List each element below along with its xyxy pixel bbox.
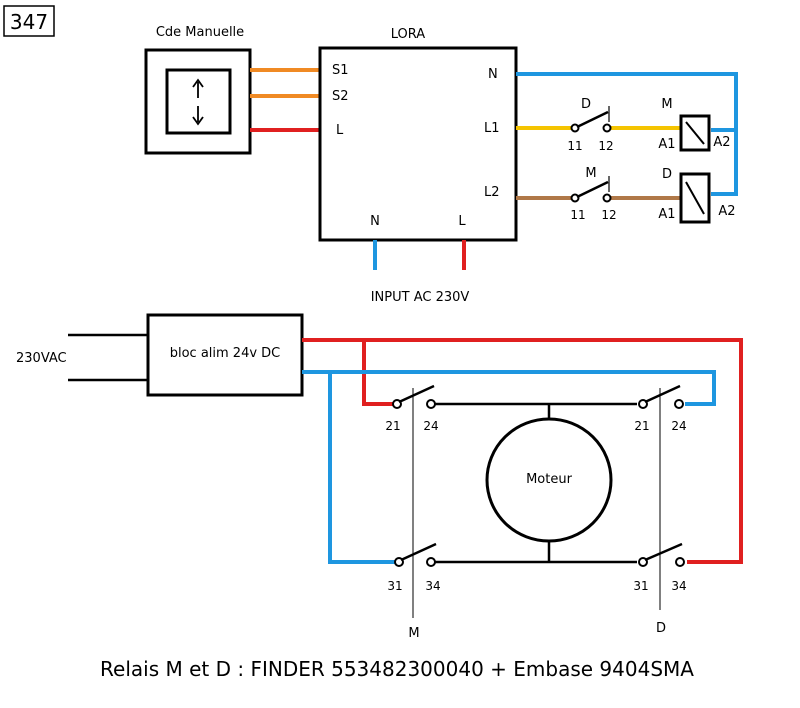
contact-d-switch [570,106,612,133]
contact-m-pin-11: 11 [570,208,585,222]
manual-control-inner [165,68,232,135]
input-label: INPUT AC 230V [371,290,470,305]
switch-d-pin-24: 24 [671,419,686,433]
power-supply-box [146,313,304,397]
diagram-number: 347 [10,10,48,34]
lora-pin-s1: S1 [332,63,349,78]
coil-d-pin-a1: A1 [658,207,675,222]
lora-pin-n-out: N [488,67,498,82]
motor [485,417,613,543]
switch-m-21-24 [392,384,436,409]
coil-m-pin-a2: A2 [713,135,730,150]
switch-m-pin-24: 24 [423,419,438,433]
lora-pin-s2: S2 [332,89,349,104]
motor-label: Moteur [526,472,573,487]
lora-title: LORA [391,27,426,42]
lora-pin-n-in: N [370,214,380,229]
contact-m-label: M [585,166,596,181]
contact-m-pin-12: 12 [601,208,616,222]
switch-d-pin-34: 34 [671,579,686,593]
switch-d-pin-31: 31 [633,579,648,593]
lora-pin-l: L [336,123,344,138]
coil-d-pin-a2: A2 [718,204,735,219]
coil-m-slash [685,121,705,145]
lora-module [318,46,518,242]
coil-d-label: D [662,167,672,182]
manual-control-box [144,48,252,155]
contact-m-switch [570,176,612,203]
switch-m-pin-34: 34 [425,579,440,593]
switch-m-pin-31: 31 [387,579,402,593]
wire-plus-red [302,338,743,564]
wire-minus-blue [302,370,716,406]
contact-d-pin-11: 11 [567,139,582,153]
lora-pin-l-in: L [458,214,466,229]
switch-d-pin-21: 21 [634,419,649,433]
switch-m-31-34 [394,542,437,567]
contact-d-label: D [581,97,591,112]
wire-minus-blue-drop [328,372,396,564]
wire-plus-red-drop [362,340,393,406]
relay-m-label: M [408,626,419,641]
coil-m-pin-a1: A1 [658,137,675,152]
power-supply-title: bloc alim 24v DC [170,346,281,361]
switch-d-21-24 [638,384,684,409]
caption: Relais M et D : FINDER 553482300040 + Em… [100,657,694,681]
relay-d-label: D [656,621,666,636]
manual-control-title: Cde Manuelle [156,25,244,40]
up-down-arrows-icon [192,78,204,126]
coil-m-label: M [661,97,672,112]
switch-m-pin-21: 21 [385,419,400,433]
coil-d-slash [685,181,705,215]
diagram-number-box [3,5,55,37]
contact-d-pin-12: 12 [598,139,613,153]
switch-d-31-34 [638,542,685,567]
mains-label: 230VAC [16,351,67,366]
wire-n-blue [516,72,738,196]
lora-pin-l2: L2 [484,185,500,200]
lora-pin-l1: L1 [484,121,500,136]
coil-d [679,172,711,224]
